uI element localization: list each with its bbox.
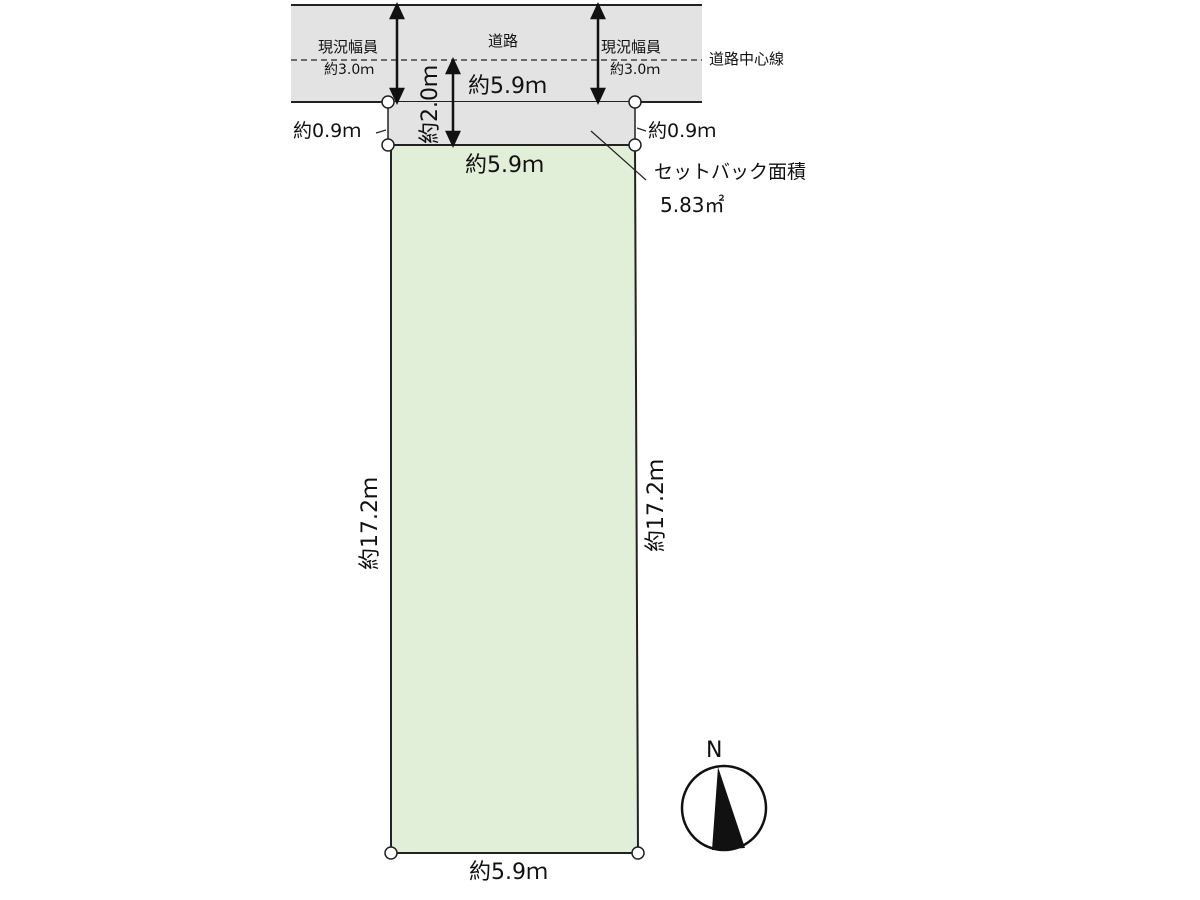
lot-right-depth-label: 約17.2ｍ xyxy=(644,459,669,552)
road-label: 道路 xyxy=(488,32,519,50)
right-width-label: 現況幅員 xyxy=(601,38,662,56)
width-arrow-right xyxy=(590,2,606,105)
left-width-value: 約3.0ｍ xyxy=(324,62,375,78)
right-width-value: 約3.0ｍ xyxy=(610,62,661,78)
centerline-label: 道路中心線 xyxy=(709,50,785,68)
lot-bottom-width-label: 約5.9ｍ xyxy=(469,860,548,885)
width-arrow-left xyxy=(389,2,405,105)
left-width-label: 現況幅員 xyxy=(318,38,379,56)
road-frontage-label: 約5.9ｍ xyxy=(468,74,547,99)
setback-depth-label: 約2.0ｍ xyxy=(418,65,443,144)
lot-area xyxy=(390,144,640,854)
north-compass-icon xyxy=(680,764,768,852)
setback-depth-arrow xyxy=(445,57,461,148)
setback-leader-line xyxy=(590,130,647,181)
compass-north-label: N xyxy=(706,738,723,763)
road-area xyxy=(291,5,702,102)
setback-area-value: 5.83㎡ xyxy=(660,193,725,217)
setback-area xyxy=(388,102,635,145)
lot-left-depth-label: 約17.2ｍ xyxy=(358,477,383,570)
lot-top-width-label: 約5.9ｍ xyxy=(465,153,544,178)
setback-area-label: セットバック面積 xyxy=(654,161,807,183)
setback-right-label: 約0.9ｍ xyxy=(648,120,717,142)
boundary-markers xyxy=(381,95,645,860)
setback-left-label: 約0.9ｍ xyxy=(293,120,362,142)
